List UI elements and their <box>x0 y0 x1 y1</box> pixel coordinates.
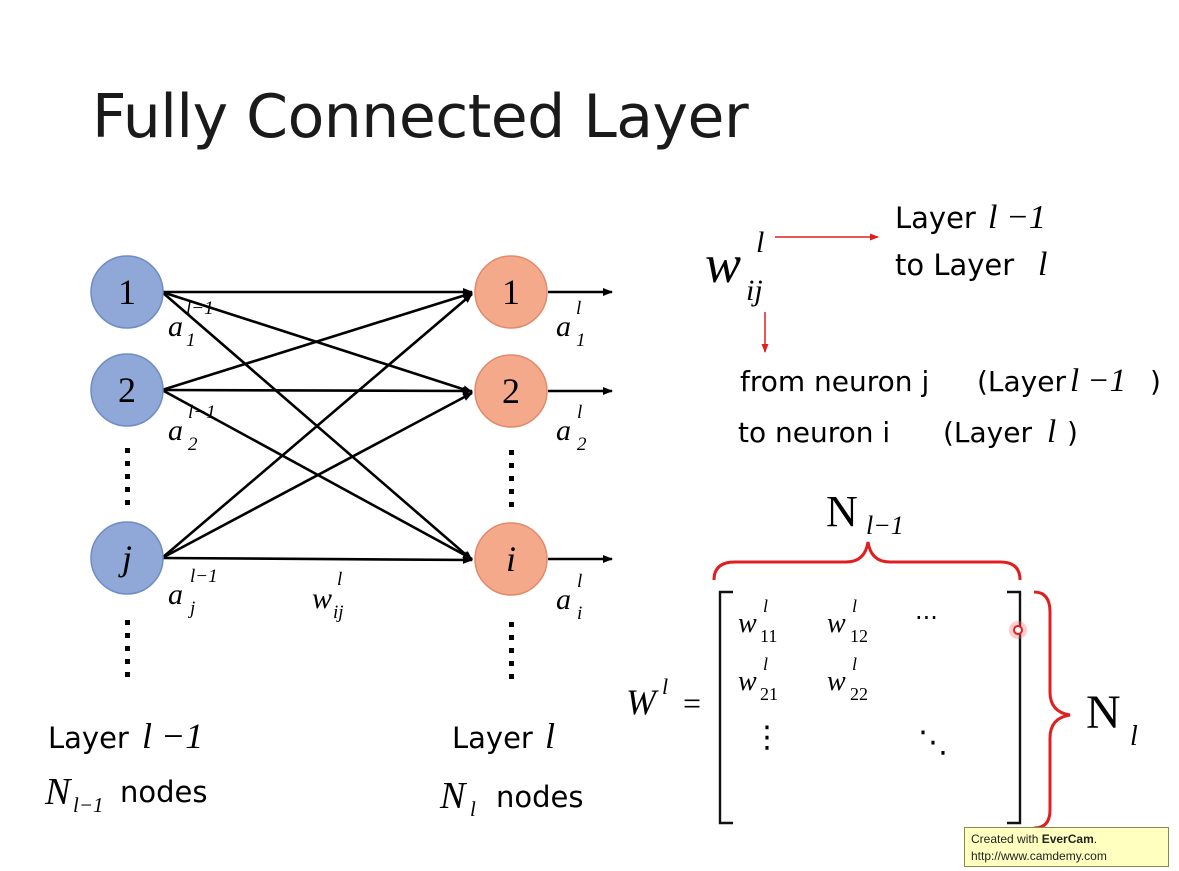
caption-prev-count: N l−1 nodes <box>44 771 207 817</box>
vdots-prev-lower <box>125 620 130 677</box>
matrix-hdots: ··· <box>915 604 938 632</box>
matrix-entry-w12: w l 12 <box>827 596 868 646</box>
node-prev-1 <box>90 255 164 329</box>
matrix-entry-w11: w l 11 <box>738 596 777 646</box>
node-next-i-label: i <box>506 539 516 579</box>
matrix-top-brace <box>712 541 1022 581</box>
node-prev-2 <box>90 353 164 427</box>
layer-prev-nodes: 1 2 j <box>90 255 164 595</box>
caption-next-count: N l nodes <box>439 775 583 821</box>
matrix-right-bracket <box>1007 590 1022 825</box>
matrix-ddots: ⋱ <box>918 725 948 760</box>
activation-next-2: a l 2 <box>556 402 587 455</box>
watermark-line1: Created with EverCam. <box>971 832 1098 846</box>
node-prev-j-label: j <box>118 538 132 578</box>
matrix-entry-w21: w l 21 <box>738 654 778 704</box>
node-prev-1-label: 1 <box>118 272 136 312</box>
node-next-i <box>474 522 548 596</box>
watermark-url: http://www.camdemy.com <box>971 849 1107 863</box>
weight-matrix: W l = w l 11 w l 12 ··· w l 21 w l 22 ⋮ … <box>626 487 1138 830</box>
edge-weight-label: w l ij <box>312 569 346 623</box>
matrix-vdots: ⋮ <box>752 720 782 755</box>
top-brace-label: N l−1 <box>826 487 904 540</box>
matrix-entry-w22: w l 22 <box>827 654 868 704</box>
node-prev-2-label: 2 <box>118 370 136 410</box>
notation-right-line1: Layer l −1 <box>895 199 1046 236</box>
activation-next-1: a l 1 <box>556 298 586 351</box>
slide-title: Fully Connected Layer <box>92 82 749 152</box>
side-brace-label: N l <box>1086 686 1138 752</box>
node-next-2-label: 2 <box>502 371 520 411</box>
pointer-dot-core <box>1013 625 1023 635</box>
node-next-1-label: 1 <box>502 272 520 312</box>
node-prev-j <box>90 521 164 595</box>
watermark-badge: Created with EverCam. http://www.camdemy… <box>964 827 1169 867</box>
notation-symbol: w l ij <box>705 226 768 307</box>
notation-right-line2: to Layer l <box>895 246 1047 283</box>
matrix-left-bracket <box>718 590 733 825</box>
activation-prev-1: a l−1 1 <box>168 298 218 351</box>
weight-notation: w l ij Layer l −1 to Layer l from neuron… <box>705 199 1161 450</box>
notation-down-line1: from neuron j (Layer l −1 ) <box>740 363 1161 399</box>
edge-2-2 <box>161 386 473 395</box>
matrix-lhs: W l = <box>626 674 701 722</box>
node-next-1 <box>474 255 548 329</box>
layer-next-nodes: 1 2 i <box>474 255 548 596</box>
ellipsis-dots <box>125 448 514 679</box>
node-next-2 <box>474 354 548 428</box>
activation-prev-j: a l−1 j <box>168 566 222 619</box>
edge-j-i <box>161 555 473 564</box>
edge-j-2 <box>161 391 473 560</box>
edge-2-1 <box>161 291 473 392</box>
activation-next-i: a l i <box>556 571 586 624</box>
vdots-prev-upper <box>125 448 130 505</box>
vdots-next-upper <box>509 450 514 507</box>
activation-prev-2: a l−1 2 <box>168 402 220 455</box>
layer-captions: Layer l −1 N l−1 nodes Layer l N l nodes <box>44 716 583 821</box>
edge-j-1 <box>161 293 473 559</box>
vdots-next-lower <box>509 622 514 679</box>
activations-prev: a l−1 1 a l−1 2 a l−1 j <box>168 298 222 619</box>
activations-next: a l 1 a l 2 a l i <box>556 298 587 624</box>
caption-prev-layer: Layer l −1 <box>48 716 203 756</box>
matrix-side-brace <box>1033 590 1071 830</box>
connection-edges <box>161 288 613 564</box>
notation-down-line2: to neuron i (Layer l ) <box>738 414 1078 450</box>
caption-next-layer: Layer l <box>452 716 555 756</box>
